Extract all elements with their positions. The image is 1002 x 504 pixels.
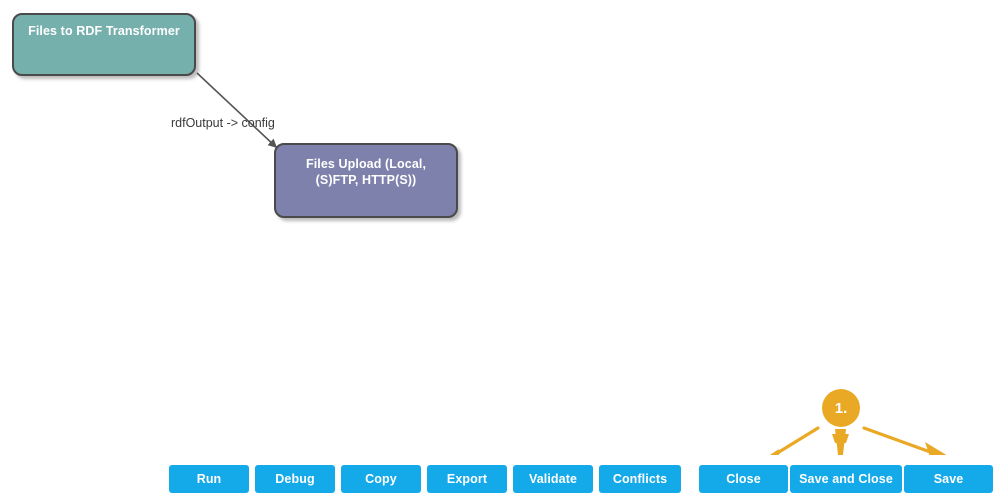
close-button[interactable]: Close — [699, 465, 788, 493]
graph-node-label-line1: Files Upload (Local, — [305, 157, 427, 171]
graph-node-files-to-rdf-transformer[interactable]: Files to RDF Transformer — [12, 13, 196, 76]
graph-node-label: Files to RDF Transformer — [28, 24, 180, 38]
edge-label-rdfoutput-config: rdfOutput -> config — [171, 116, 275, 130]
save-button[interactable]: Save — [904, 465, 993, 493]
copy-button[interactable]: Copy — [341, 465, 421, 493]
edge-rdfoutput-config-line — [196, 72, 278, 149]
bottom-toolbar: Run Debug Copy Export Validate Conflicts… — [0, 455, 1002, 504]
conflicts-button[interactable]: Conflicts — [599, 465, 681, 493]
save-and-close-button[interactable]: Save and Close — [790, 465, 902, 493]
export-button[interactable]: Export — [427, 465, 507, 493]
graph-canvas[interactable]: rdfOutput -> config Files to RDF Transfo… — [0, 0, 1002, 455]
run-button[interactable]: Run — [169, 465, 249, 493]
graph-node-label-line2: (S)FTP, HTTP(S)) — [315, 172, 417, 187]
debug-button[interactable]: Debug — [255, 465, 335, 493]
validate-button[interactable]: Validate — [513, 465, 593, 493]
graph-node-files-upload[interactable]: Files Upload (Local, (S)FTP, HTTP(S)) — [274, 143, 458, 218]
